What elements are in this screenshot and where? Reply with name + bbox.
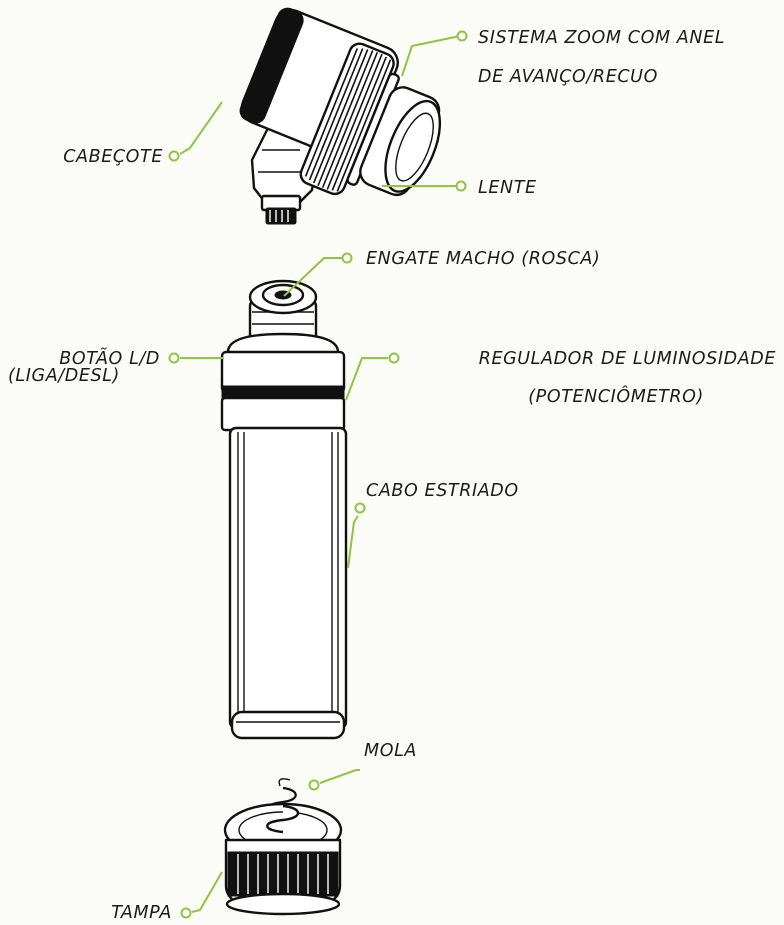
leader-lines [168, 30, 468, 919]
leader-cabecote [179, 101, 223, 155]
label-zoom-line2: DE AVANÇO/RECUO [478, 67, 658, 87]
leader-tampa [191, 871, 223, 913]
label-botao-line2: (LIGA/DESL) [8, 366, 120, 386]
lens [359, 86, 442, 197]
head-body [239, 7, 442, 197]
leader-dot-lente [455, 180, 467, 192]
leader-dot-zoom [456, 30, 468, 42]
leader-regulador [345, 357, 388, 401]
leader-cabo [347, 515, 359, 569]
leader-dot-tampa [180, 907, 192, 919]
label-zoom-line1: SISTEMA ZOOM COM ANEL [478, 28, 725, 48]
head-assembly [239, 7, 442, 225]
label-cabecote: CABEÇOTE [63, 147, 163, 167]
label-cabo: CABO ESTRIADO [366, 481, 519, 501]
ribbed-handle [228, 426, 348, 740]
leader-engate [283, 257, 342, 297]
switch-collar [220, 332, 346, 432]
leader-dot-engate [341, 252, 353, 264]
leader-dot-mola [308, 779, 320, 791]
label-engate: ENGATE MACHO (ROSCA) [366, 249, 600, 269]
label-regulador-line1: REGULADOR DE LUMINOSIDADE [479, 349, 777, 369]
end-cap [223, 802, 343, 916]
leader-zoom [401, 35, 461, 77]
label-mola: MOLA [364, 741, 417, 761]
labels: SISTEMA ZOOM COM ANEL DE AVANÇO/RECUO CA… [8, 28, 776, 923]
leader-dot-cabo [354, 502, 366, 514]
label-lente: LENTE [478, 178, 537, 198]
leader-mola [319, 769, 360, 784]
label-tampa: TAMPA [111, 903, 172, 923]
label-regulador-line2: (POTENCIÔMETRO) [528, 385, 704, 407]
leader-dot-regulador [388, 352, 400, 364]
label-botao-line1: BOTÃO L/D [59, 347, 160, 369]
leader-dot-botao [168, 352, 180, 364]
leader-dot-cabecote [168, 150, 180, 162]
zoom-ring-knurl [304, 48, 392, 192]
cap-knurl [237, 854, 329, 894]
handle-assembly [220, 279, 348, 740]
